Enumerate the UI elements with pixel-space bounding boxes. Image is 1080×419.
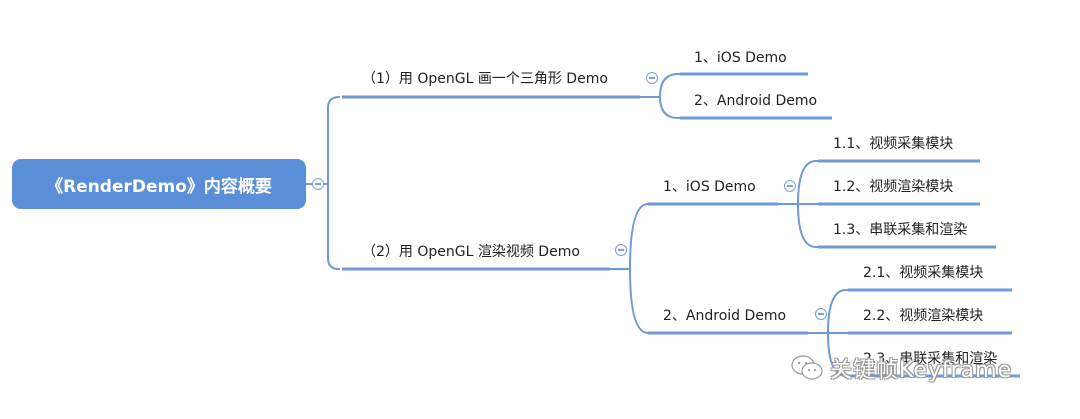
connector-b2-c2 <box>629 268 650 334</box>
branch-1-child-2-label[interactable]: 2、Android Demo <box>694 93 818 109</box>
ios-sub-1-label[interactable]: 1.1、视频采集模块 <box>833 136 954 152</box>
collapse-toggle-ios[interactable] <box>784 180 796 192</box>
connector-b1-c2 <box>659 96 680 119</box>
watermark: 关键帧Keyframe <box>790 352 1012 384</box>
wechat-icon <box>791 355 823 380</box>
android-sub-2-label[interactable]: 2.2、视频渲染模块 <box>863 308 984 324</box>
collapse-toggle-branch-2[interactable] <box>615 244 627 256</box>
collapse-toggle-branch-1[interactable] <box>646 72 658 84</box>
branch-2-label[interactable]: （2）用 OpenGL 渲染视频 Demo <box>362 244 580 260</box>
collapse-toggle-android[interactable] <box>815 308 827 320</box>
ios-sub-2-label[interactable]: 1.2、视频渲染模块 <box>833 179 954 195</box>
root-node[interactable]: 《RenderDemo》内容概要 <box>12 159 306 209</box>
branch-1-child-1-label[interactable]: 1、iOS Demo <box>694 50 787 66</box>
android-sub-1-label[interactable]: 2.1、视频采集模块 <box>863 265 984 281</box>
branch-2-child-1-label[interactable]: 1、iOS Demo <box>663 179 756 195</box>
branch-2-child-2-label[interactable]: 2、Android Demo <box>663 308 787 324</box>
root-label: 《RenderDemo》内容概要 <box>46 176 272 197</box>
connector-ios-s3 <box>797 203 818 248</box>
connector-and-s1 <box>808 289 848 334</box>
connector-b2-c1 <box>610 203 650 270</box>
watermark-text: 关键帧Keyframe <box>830 358 1013 383</box>
collapse-toggle-root[interactable] <box>312 178 324 190</box>
connector-root-branch2 <box>327 184 340 270</box>
connector-root-branch1 <box>327 96 340 184</box>
ios-sub-3-label[interactable]: 1.3、串联采集和渲染 <box>833 222 968 238</box>
branch-1-label[interactable]: （1）用 OpenGL 画一个三角形 Demo <box>362 71 608 87</box>
connector-b1-c1 <box>640 73 680 98</box>
android-sub-3-label[interactable]: 2.3、串联采集和渲染 <box>863 351 998 367</box>
connector-and-s3 <box>827 332 848 377</box>
